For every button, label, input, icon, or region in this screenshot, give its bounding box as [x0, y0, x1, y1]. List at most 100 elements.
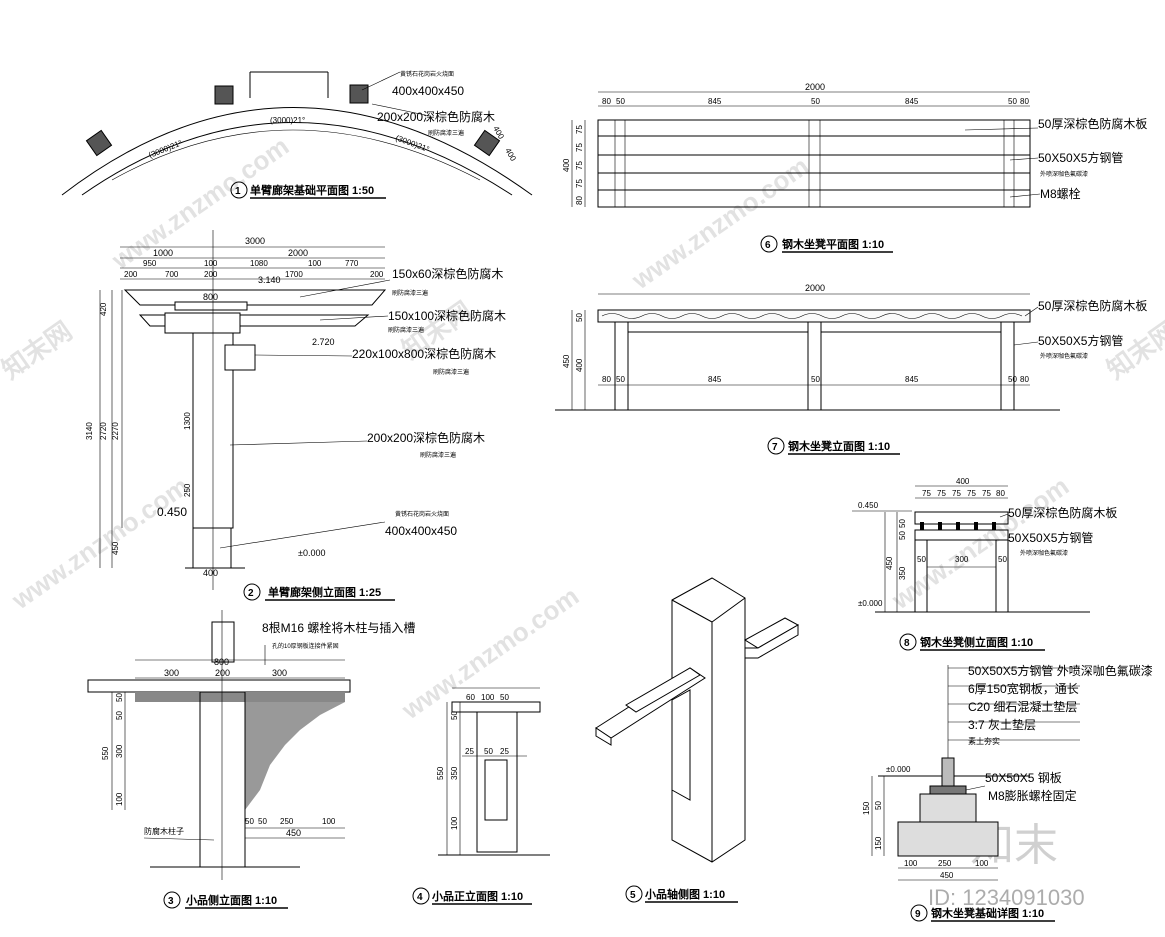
dim: 60 — [466, 693, 475, 702]
drawing-number: 8 — [904, 638, 910, 649]
dim: 50 — [616, 375, 625, 384]
dim: 250 — [280, 817, 294, 826]
drawing-title: 单臂廊架侧立面图 1:25 — [268, 585, 381, 599]
dim: 80 — [575, 196, 584, 205]
drawing-3-detail-side: 8根M16 螺栓将木柱与插入槽 孔的10厚钢板连接件紧固 800 300 200… — [87, 610, 415, 909]
dim: 50 — [917, 555, 926, 564]
dim: 300 — [272, 668, 287, 678]
drawing-6-bench-plan: 2000 80 50 845 50 845 50 80 400 75 75 75… — [562, 82, 1147, 253]
drawing-9-bench-foundation: 50X50X5方钢管 外喷深咖色氟碳漆 6厚150宽钢板，通长 C20 细石混凝… — [862, 663, 1153, 922]
dim: 75 — [575, 161, 584, 170]
dim: 2000 — [805, 283, 825, 293]
dim: 450 — [940, 871, 954, 880]
elevation-mark: 0.450 — [858, 501, 879, 510]
dim: 50 — [898, 531, 907, 540]
dim: 100 — [204, 259, 218, 268]
dim: 350 — [450, 766, 459, 780]
callout: 6厚150宽钢板，通长 — [968, 681, 1079, 696]
dim: 250 — [183, 483, 192, 497]
drawing-8-bench-side: 400 75 75 75 75 75 80 0.450 50 300 50 ±0… — [852, 477, 1117, 651]
dim: 2270 — [111, 422, 120, 440]
dim: 80 — [602, 97, 611, 106]
elevation-mark: 0.450 — [157, 505, 187, 519]
dim: 50 — [500, 693, 509, 702]
callout: 刷防腐漆三遍 — [433, 368, 469, 376]
callout: 黄锈石花岗岩火烧面 — [400, 70, 454, 78]
dim: 700 — [165, 270, 179, 279]
dim: 400 — [562, 158, 571, 172]
dim: 1080 — [250, 259, 268, 268]
watermark-site: www.znzmo.com — [625, 151, 814, 296]
callout: 50厚深棕色防腐木板 — [1038, 298, 1147, 313]
dim: 200 — [204, 270, 218, 279]
dim: 950 — [143, 259, 157, 268]
dim: 400 — [203, 568, 218, 578]
callout: 刷防腐漆三遍 — [388, 326, 424, 334]
dim: 50 — [616, 97, 625, 106]
dim: 50 — [1008, 97, 1017, 106]
drawing-4-detail-front: 60 100 50 25 50 25 50 550 350 100 4 小品正立… — [412, 687, 550, 905]
arc-label: (3000)21° — [270, 116, 305, 125]
dim: 1700 — [285, 270, 303, 279]
callout: 400x400x450 — [392, 84, 464, 98]
callout: 50X50X5方钢管 — [1038, 150, 1123, 165]
dim: 25 — [465, 747, 474, 756]
dim: 250 — [938, 859, 952, 868]
dim: 75 — [982, 489, 991, 498]
dim: 80 — [996, 489, 1005, 498]
dim: 1000 — [153, 248, 173, 258]
callout: 50厚深棕色防腐木板 — [1038, 116, 1147, 131]
dim: 150 — [874, 836, 883, 850]
dim: 50 — [898, 519, 907, 528]
callout: 8根M16 螺栓将木柱与插入槽 — [262, 620, 415, 635]
drawing-title: 小品正立面图 1:10 — [431, 889, 523, 903]
dim: 50 — [811, 97, 820, 106]
elevation-mark: 2.720 — [312, 337, 335, 347]
callout: 孔的10厚钢板连接件紧固 — [272, 642, 339, 650]
dim: 75 — [575, 179, 584, 188]
callout: 黄锈石花岗岩火烧面 — [395, 510, 449, 518]
dim: 450 — [562, 354, 571, 368]
arc-label: (3000)21° — [147, 138, 183, 160]
watermark-site: www.znzmo.com — [105, 131, 294, 276]
dim: 400 — [575, 358, 584, 372]
dim: 200 — [215, 668, 230, 678]
callout: 外喷深咖色氟碳漆 — [1020, 549, 1068, 557]
watermark-brand: 知末网 — [1101, 316, 1165, 385]
dim: 100 — [904, 859, 918, 868]
drawing-number: 1 — [235, 186, 241, 197]
dim: 400 — [503, 147, 518, 164]
dim: 800 — [203, 292, 218, 302]
dim: 50 — [998, 555, 1007, 564]
callout: 防腐木柱子 — [144, 826, 184, 836]
callout: 50X50X5 钢板 — [985, 771, 1062, 785]
dim: 50 — [1008, 375, 1017, 384]
drawing-title: 钢木坐凳基础详图 1:10 — [931, 906, 1044, 920]
callout: 200x200深棕色防腐木 — [367, 430, 485, 445]
dim: 450 — [885, 556, 894, 570]
callout: 3:7 灰土垫层 — [968, 717, 1036, 732]
dim: 80 — [1020, 97, 1029, 106]
dim: 770 — [345, 259, 359, 268]
drawing-number: 7 — [772, 442, 778, 453]
dim: 550 — [101, 746, 110, 760]
drawing-number: 6 — [765, 240, 771, 251]
dim: 450 — [111, 541, 120, 555]
dim: 3140 — [85, 422, 94, 440]
watermark-brand: 知末网 — [0, 316, 77, 385]
drawing-number: 4 — [417, 892, 423, 903]
callout: 50X50X5方钢管 — [1008, 530, 1093, 545]
dim: 25 — [500, 747, 509, 756]
dim: 50 — [484, 747, 493, 756]
drawing-number: 2 — [248, 588, 254, 599]
elevation-mark: ±0.000 — [858, 599, 883, 608]
dim: 800 — [214, 657, 229, 667]
dim: 50 — [115, 711, 124, 720]
callout: M8膨胀螺栓固定 — [988, 788, 1077, 803]
drawing-title: 钢木坐凳平面图 1:10 — [782, 237, 884, 251]
dim: 50 — [450, 711, 459, 720]
callout: 刷防腐漆三遍 — [392, 289, 428, 297]
callout: 50厚深棕色防腐木板 — [1008, 505, 1117, 520]
dim: 50 — [115, 693, 124, 702]
dim: 1300 — [183, 412, 192, 430]
